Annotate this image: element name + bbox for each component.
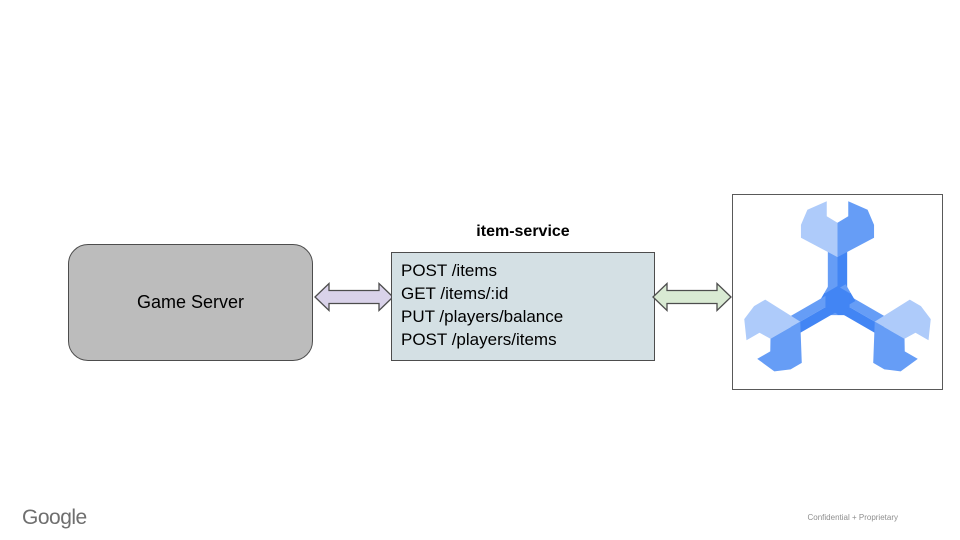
- endpoint-line: POST /players/items: [401, 330, 557, 349]
- bidirectional-arrow-icon: [652, 281, 732, 313]
- google-logo: Google: [22, 506, 87, 529]
- item-service-node: POST /items GET /items/:id PUT /players/…: [391, 252, 655, 361]
- game-server-label: Game Server: [136, 292, 245, 312]
- spanner-center: [825, 286, 850, 315]
- endpoint-line: PUT /players/balance: [401, 307, 564, 326]
- endpoint-line: GET /items/:id: [401, 284, 509, 303]
- confidential-note: Confidential + Proprietary: [807, 513, 899, 522]
- cloud-spanner-icon: [733, 201, 942, 382]
- endpoint-line: POST /items: [401, 261, 498, 280]
- bidirectional-arrow-icon: [314, 281, 394, 313]
- game-to-service-arrow: [314, 281, 394, 313]
- game-server-node: Game Server: [68, 244, 313, 361]
- service-title: item-service: [476, 223, 570, 240]
- service-to-database-arrow: [652, 281, 732, 313]
